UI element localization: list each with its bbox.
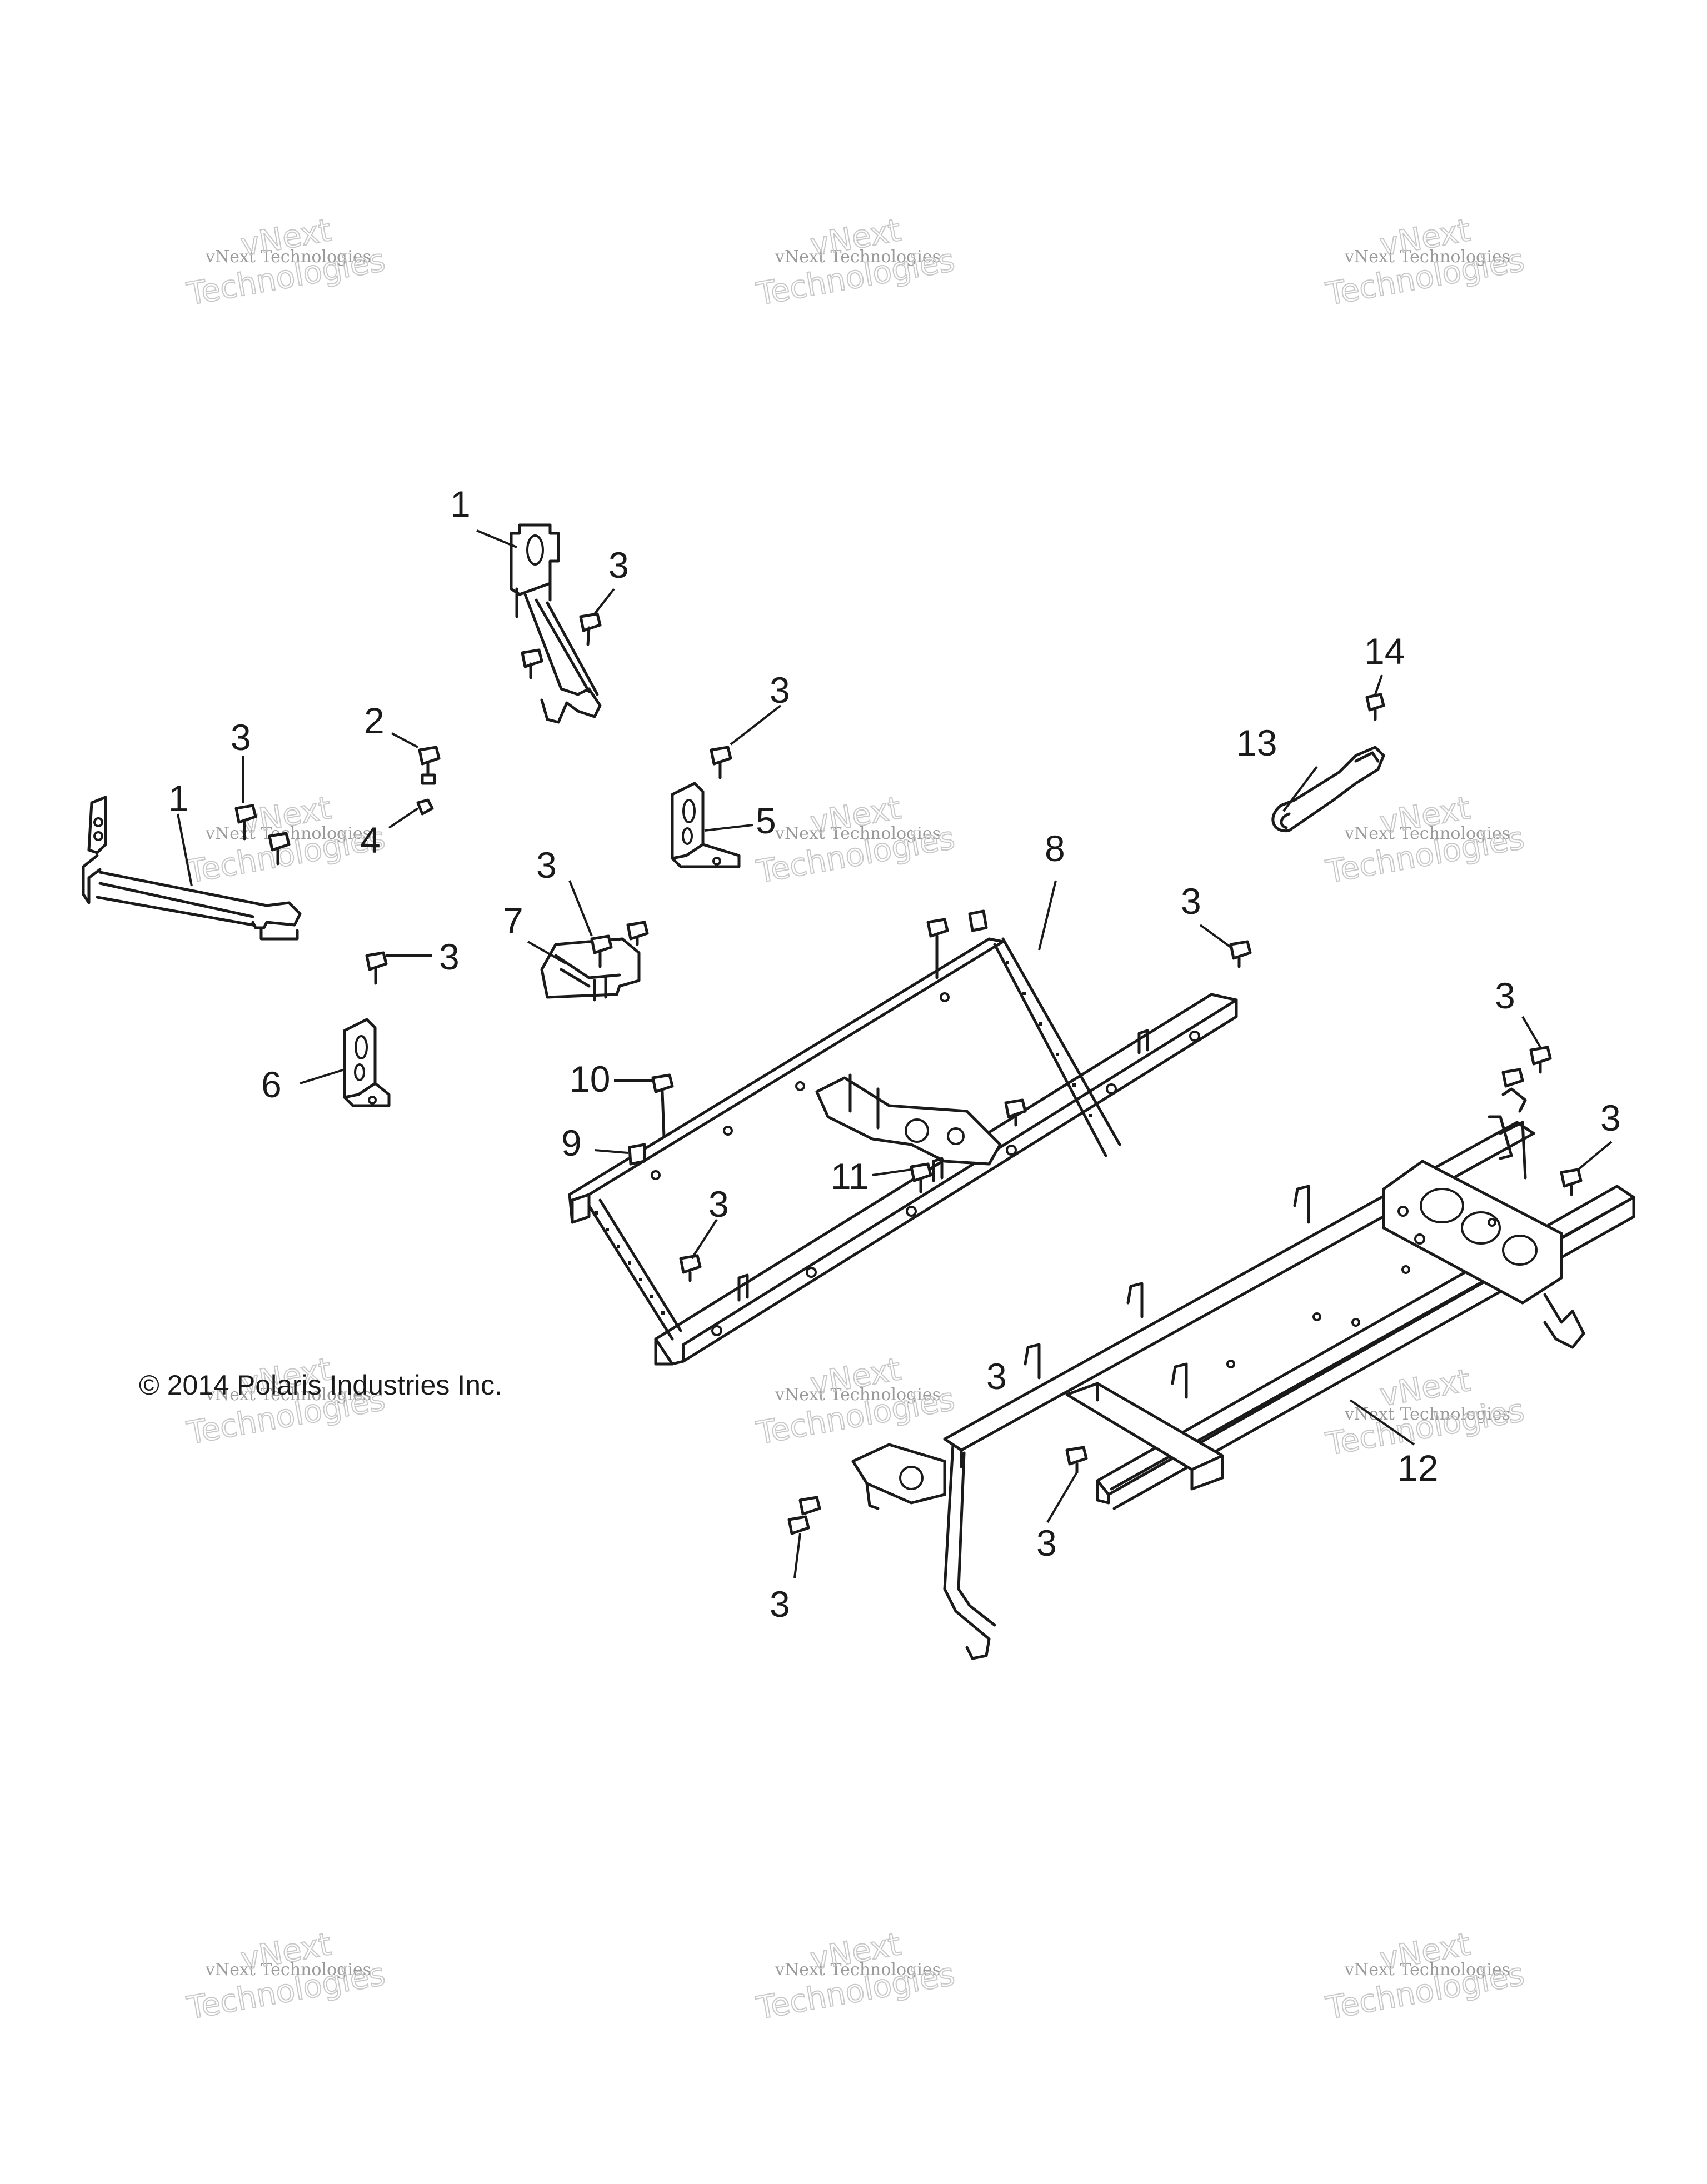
callout-9: 9 (561, 1122, 582, 1163)
watermark-mid-right: vNext Technologies vNext Technologies (1322, 789, 1528, 891)
bolt-13 (1229, 940, 1252, 968)
callout-13: 13 (1236, 722, 1277, 763)
fasteners (234, 612, 1583, 1535)
bolt-3 (418, 746, 441, 785)
callout-1-side: 1 (168, 778, 189, 819)
watermark-bottom-right: vNext Technologies vNext Technologies (1322, 1926, 1528, 2027)
callout-8: 8 (1045, 828, 1065, 869)
callout-12: 12 (1397, 1447, 1438, 1488)
svg-text:vNext Technologies: vNext Technologies (1344, 824, 1510, 843)
watermark-bottom-left: vNext Technologies vNext Technologies (183, 1926, 388, 2027)
svg-text:vNext Technologies: vNext Technologies (775, 1385, 941, 1405)
svg-text:vNext Technologies: vNext Technologies (775, 1960, 941, 1980)
nut-4 (416, 798, 434, 816)
bolt-7 (710, 746, 732, 779)
bolt-2 (521, 648, 543, 679)
part-5-bracket (671, 782, 741, 868)
callout-3-g: 3 (708, 1183, 729, 1225)
part-1-upper-bracket (510, 523, 602, 724)
bolt-14 (651, 1073, 674, 1138)
callout-4: 4 (360, 819, 381, 861)
svg-text:vNext Technologies: vNext Technologies (205, 1385, 371, 1405)
callout-6: 6 (261, 1064, 282, 1105)
callout-3-b: 3 (231, 717, 251, 758)
callout-11: 11 (831, 1156, 869, 1197)
callout-2: 2 (364, 700, 385, 741)
callout-3-k: 3 (1036, 1522, 1057, 1563)
callout-3-a: 3 (608, 544, 629, 586)
bolt-25 (1065, 1446, 1088, 1474)
bolt-1 (579, 612, 602, 646)
bolt-18 (679, 1254, 702, 1282)
svg-text:vNext Technologies: vNext Technologies (1344, 1960, 1510, 1980)
watermark-mid-center: vNext Technologies vNext Technologies (753, 789, 958, 891)
callout-3-c: 3 (770, 669, 790, 711)
watermark-lower-center: vNext Technologies vNext Technologies (753, 1351, 958, 1452)
bolt-17 (910, 1162, 932, 1193)
callout-1-upper: 1 (450, 483, 471, 524)
callout-3-e: 3 (536, 844, 557, 886)
bolt-22 (1560, 1168, 1583, 1196)
bolt-16 (1004, 1098, 1027, 1127)
part-6-bracket (343, 1018, 391, 1107)
callout-14: 14 (1364, 631, 1405, 672)
bolt-23 (798, 1496, 821, 1516)
part-13-curved-bracket (1271, 746, 1385, 832)
bolt-5 (234, 804, 257, 841)
callout-10: 10 (570, 1058, 610, 1100)
bolt-15 (628, 1143, 646, 1166)
callout-3-l: 3 (986, 1356, 1007, 1397)
callout-3-i: 3 (1600, 1097, 1621, 1138)
callout-labels: 1 1 2 3 3 3 3 3 3 3 3 3 3 3 3 4 5 6 7 8 … (168, 483, 1621, 1625)
bolt-24 (787, 1515, 810, 1535)
svg-text:vNext Technologies: vNext Technologies (205, 1960, 371, 1980)
callout-3-f: 3 (1181, 881, 1201, 922)
svg-text:vNext Technologies: vNext Technologies (775, 824, 941, 843)
part-7-hinge-bracket (540, 937, 641, 1002)
watermark-top-right: vNext Technologies vNext Technologies (1322, 212, 1528, 313)
svg-text:vNext Technologies: vNext Technologies (1344, 247, 1510, 267)
callout-3-j: 3 (770, 1583, 790, 1625)
leader-lines (177, 529, 1613, 1578)
bolt-10 (626, 921, 649, 946)
part-1-side-rail (82, 796, 302, 941)
bolt-21 (1501, 1068, 1524, 1088)
watermark-top-left: vNext Technologies vNext Technologies (183, 212, 388, 313)
bolt-11 (926, 918, 949, 979)
svg-text:vNext Technologies: vNext Technologies (205, 247, 371, 267)
callout-7: 7 (503, 900, 523, 941)
part-12-main-frame (851, 1087, 1635, 1660)
bolt-20 (1529, 1046, 1552, 1074)
callout-3-h: 3 (1495, 975, 1515, 1016)
callout-5: 5 (756, 800, 776, 841)
watermark-lower-right: vNext Technologies vNext Technologies (1322, 1362, 1528, 1463)
bolt-9 (590, 934, 613, 968)
svg-text:vNext Technologies: vNext Technologies (775, 247, 941, 267)
bolt-12 (968, 909, 988, 932)
bolt-8 (365, 951, 388, 985)
watermark-bottom-center: vNext Technologies vNext Technologies (753, 1926, 958, 2027)
part-8-subframe (568, 937, 1238, 1366)
bolt-19 (1365, 693, 1385, 721)
watermark-top-center: vNext Technologies vNext Technologies (753, 212, 958, 313)
bolt-6 (268, 832, 291, 866)
copyright-notice: © 2014 Polaris Industries Inc. (139, 1370, 502, 1401)
callout-3-d: 3 (439, 936, 460, 977)
